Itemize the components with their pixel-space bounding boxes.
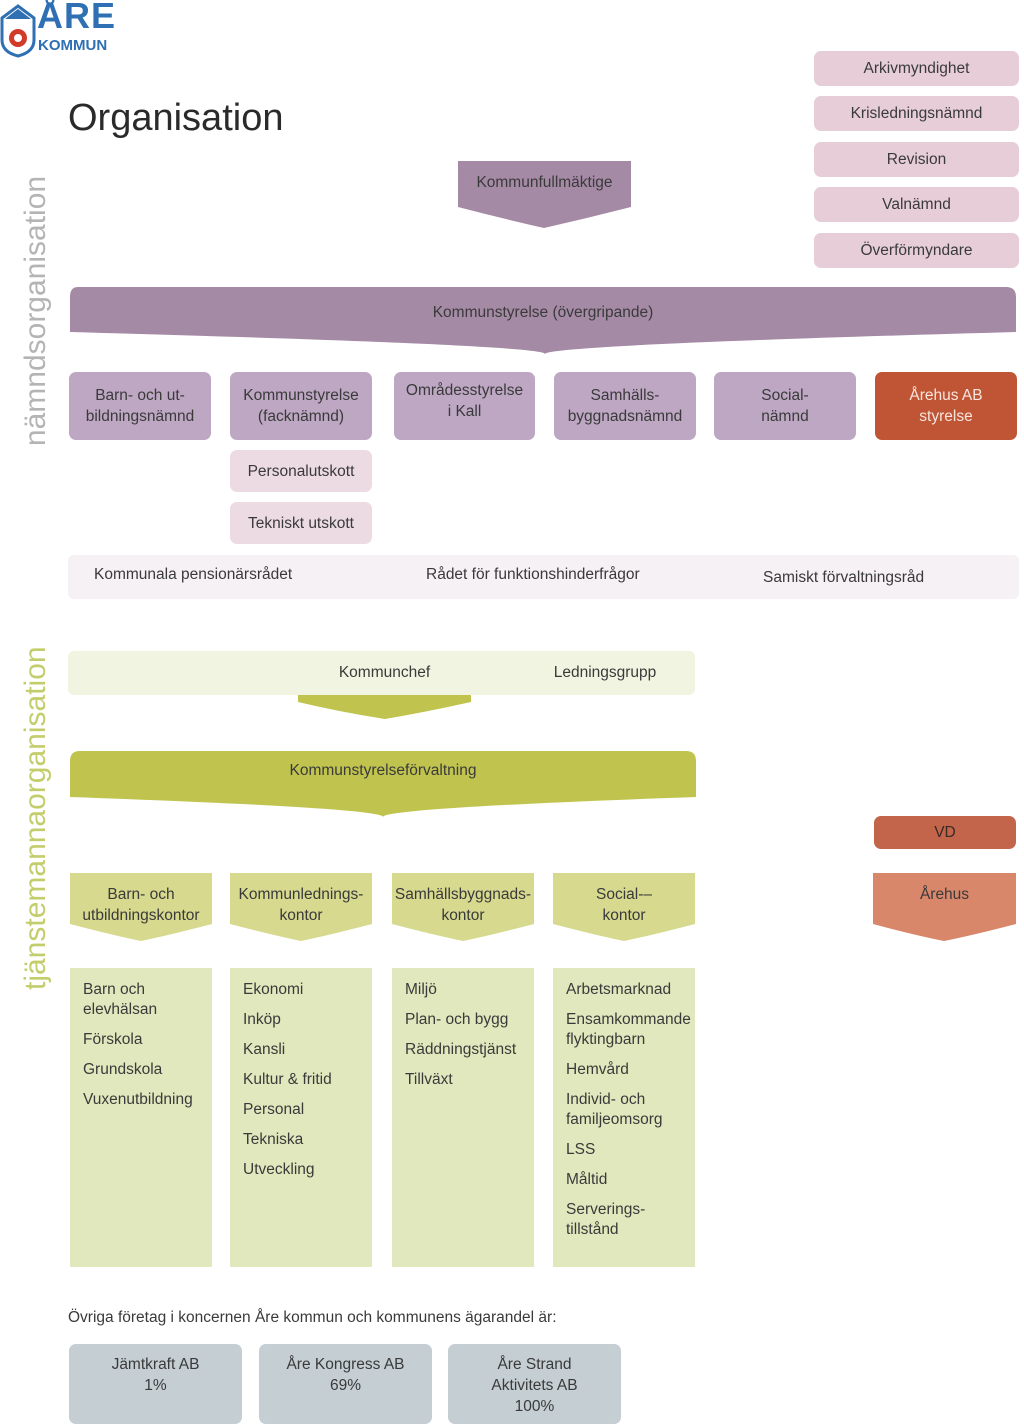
valnamnd-box: Valnämnd (814, 187, 1019, 222)
unit-item: Individ- och familjeomsorg (566, 1091, 663, 1128)
office-3-shape (553, 873, 695, 941)
unit-item: Kultur & fritid (243, 1071, 332, 1088)
management-bar (68, 651, 695, 695)
group-text: Övriga företag i koncernen Åre kommun oc… (68, 1309, 557, 1326)
unit-item: Utveckling (243, 1161, 315, 1178)
sub-committee-tekniskt-utskott: Tekniskt utskott (230, 502, 372, 544)
unit-item: Personal (243, 1101, 305, 1118)
krisledningsnamnd-box: Krisledningsnämnd (814, 96, 1019, 131)
unit-item: Tillväxt (405, 1071, 453, 1088)
council-samiskt: Samiskt förvaltningsråd (763, 569, 925, 586)
office-social-label: Social-– kontor (596, 886, 652, 924)
logo-shield-icon (0, 4, 36, 58)
unit-item: Hemvård (566, 1061, 629, 1078)
vd-box: VD (874, 816, 1016, 849)
unit-item: Plan- och bygg (405, 1011, 509, 1028)
unit-item: Tekniska (243, 1131, 304, 1148)
page-title: Organisation (68, 97, 284, 139)
unit-item: Ensamkommande flyktingbarn (566, 1011, 691, 1048)
office-0-shape (70, 873, 212, 941)
revision-box: Revision (814, 142, 1019, 177)
office-1-shape (230, 873, 372, 941)
committee-social: Social- nämnd (714, 372, 856, 440)
company-are-kongress: Åre Kongress AB 69% (259, 1344, 432, 1424)
logo-text-top: ÅRE (37, 0, 117, 36)
management-group-label: Ledningsgrupp (553, 663, 657, 681)
committee-kommunstyrelse-fack: Kommunstyrelse (facknämnd) (230, 372, 372, 440)
administration-overall-label: Kommunstyrelseförvaltning (289, 761, 477, 779)
councils-bar: Kommunala pensionärsrådet Rådet för funk… (68, 555, 1019, 599)
board-overall-label: Kommunstyrelse (övergripande) (432, 303, 654, 321)
unit-item: Förskola (83, 1031, 143, 1048)
company-share: 1% (144, 1377, 167, 1394)
council-pensionarsradet: Kommunala pensionärsrådet (94, 566, 293, 583)
unit-item: Barn och elevhälsan (83, 981, 158, 1018)
office-samhallsbyggnad-label: Samhällsbyggnads- kontor (394, 886, 532, 924)
administration-overall-shape (70, 751, 696, 817)
board-overall-shape (70, 287, 1016, 354)
logo: ÅRE KOMMUN (0, 0, 125, 58)
unit-item: Grundskola (83, 1061, 163, 1078)
office-kommunledning-label: Kommunlednings- kontor (238, 886, 364, 924)
company-share: 100% (514, 1398, 555, 1415)
company-name: Åre Strand Aktivitets AB (491, 1356, 578, 1394)
unit-item: Ekonomi (243, 981, 304, 998)
ceo-label: Kommunchef (338, 663, 431, 681)
company-jamtkraft: Jämtkraft AB 1% (69, 1344, 242, 1424)
unit-item: Kansli (243, 1041, 286, 1058)
unit-item: Serverings- tillstånd (566, 1201, 646, 1238)
unit-item: Vuxenutbildning (83, 1091, 193, 1108)
overformyndare-box: Överförmyndare (814, 233, 1019, 268)
company-name: Jämtkraft AB (111, 1356, 200, 1373)
office-2-shape (392, 873, 534, 941)
units-kommunledning: Ekonomi Inköp Kansli Kultur & fritid Per… (230, 968, 372, 1267)
committee-arehus-styrelse: Årehus AB styrelse (875, 372, 1017, 440)
unit-item: Inköp (243, 1011, 281, 1028)
units-barn-utbildning: Barn och elevhälsan Förskola Grundskola … (70, 968, 212, 1267)
office-barn-utbildning-label: Barn- och utbildningskontor (82, 886, 200, 924)
unit-item: LSS (566, 1141, 596, 1158)
company-name: Åre Kongress AB (286, 1356, 405, 1373)
unit-item: Räddningstjänst (405, 1041, 517, 1058)
council-label: Kommunfullmäktige (476, 173, 613, 191)
arehus-label: Årehus (919, 885, 970, 903)
unit-item: Miljö (405, 981, 437, 998)
committee-barn-utbildning: Barn- och ut- bildningsnämnd (69, 372, 211, 440)
committee-omradesstyrelse-kall: Områdesstyrelse i Kall (394, 372, 535, 440)
logo-text-bottom: KOMMUN (38, 37, 108, 54)
units-social: Arbetsmarknad Ensamkommande flyktingbarn… (553, 968, 695, 1267)
arkivmyndighet-box: Arkivmyndighet (814, 51, 1019, 86)
units-samhallsbyggnad: Miljö Plan- och bygg Räddningstjänst Til… (392, 968, 534, 1267)
unit-item: Måltid (566, 1171, 608, 1188)
committee-samhallsbyggnad: Samhälls- byggnadsnämnd (554, 372, 696, 440)
arehus-shape (873, 873, 1016, 941)
unit-item: Arbetsmarknad (566, 981, 672, 998)
council-shape (458, 161, 631, 228)
council-funktionshinder: Rådet för funktionshinderfrågor (426, 566, 640, 583)
sub-committee-personalutskott: Personalutskott (230, 450, 372, 492)
company-are-strand: Åre Strand Aktivitets AB 100% (448, 1344, 621, 1424)
company-share: 69% (329, 1377, 362, 1394)
